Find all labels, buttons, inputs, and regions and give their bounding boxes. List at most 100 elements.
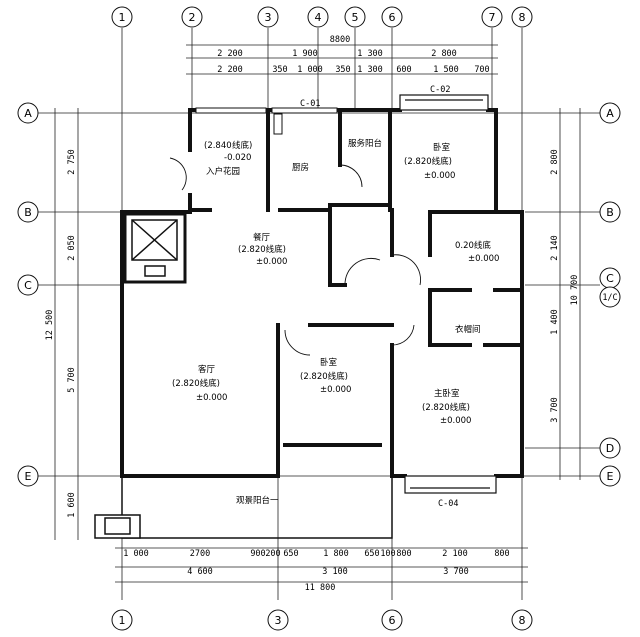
living-level: (2.820线底): [172, 378, 220, 389]
bedroom-ne-name: 卧室: [433, 142, 451, 153]
view-balcony-outline: [94, 476, 393, 539]
kitchen-name: 厨房: [292, 162, 309, 173]
grid-label-c-right: C: [606, 272, 614, 285]
grid-bubble-8-top: [511, 6, 533, 28]
cloakroom-name: 衣帽间: [455, 324, 481, 335]
dim-bottom-row2-c: 3 700: [443, 567, 469, 577]
dim-bottom-d: 200: [265, 549, 280, 559]
master-name: 主卧室: [434, 388, 460, 399]
dim-top-row2-e: 1 300: [357, 65, 383, 75]
entry-level-note: 线底): [232, 140, 252, 151]
doors: [169, 157, 421, 356]
living-name: 客厅: [198, 364, 216, 375]
grid-label-1-bottom: 1: [119, 614, 126, 627]
dim-top-row2-c: 1 000: [297, 65, 323, 75]
grid-label-7-top: 7: [489, 11, 496, 24]
grid-bubble-c-left: [17, 274, 39, 296]
window-c02-label: C-02: [430, 85, 450, 95]
kitchen-counter: [273, 113, 283, 135]
grid-bubble-6-top: [381, 6, 403, 28]
entry-level: (2.840: [204, 141, 232, 151]
dim-top-row1-a: 2 200: [217, 49, 243, 59]
grid-label-3-top: 3: [265, 11, 272, 24]
grid-label-2-top: 2: [189, 11, 196, 24]
entry-name: 入户花园: [206, 166, 240, 177]
grid-label-1-top: 1: [119, 11, 126, 24]
grid-label-5-top: 5: [352, 11, 359, 24]
dim-bottom-e: 650: [283, 549, 298, 559]
grid-label-a-right: A: [606, 107, 614, 120]
grid-label-b-right: B: [606, 206, 614, 219]
grid-label-e-left: E: [25, 470, 32, 483]
dim-top-row2-b: 350: [272, 65, 287, 75]
dim-top-row1-c: 1 300: [357, 49, 383, 59]
dim-top-row2-f: 600: [396, 65, 411, 75]
dim-left-total: 12 500: [45, 310, 55, 341]
dim-bottom-k: 800: [494, 549, 509, 559]
service-balcony-name: 服务阳台: [348, 138, 382, 149]
dim-bottom-c: 900: [250, 549, 265, 559]
bedroom-mid-name: 卧室: [320, 357, 338, 368]
window-c01-label: C-01: [300, 99, 320, 109]
grid-bubble-b-right: [599, 201, 621, 223]
grid-bubbles-bottom: [111, 609, 533, 631]
grid-label-4-top: 4: [315, 11, 322, 24]
master-elev: ±0.000: [440, 416, 471, 426]
grid-bubble-e-left: [17, 465, 39, 487]
dim-right-b: 2 140: [550, 235, 560, 261]
dim-top-total: 8800: [330, 35, 350, 45]
dim-left-c: 5 700: [67, 367, 77, 393]
dim-top-row2-d: 350: [335, 65, 350, 75]
grid-label-8-bottom: 8: [519, 614, 526, 627]
bedroom-ne-level: (2.820线底): [404, 156, 452, 167]
dim-left-a: 2 750: [67, 149, 77, 175]
bottom-dimensions: [115, 547, 528, 583]
grid-label-b-left: B: [24, 206, 32, 219]
grid-bubble-1c-right: [599, 286, 621, 308]
bedroom-mid-level: (2.820线底): [300, 371, 348, 382]
bath-upper-elev: ±0.000: [468, 254, 499, 264]
top-dimensions: [186, 44, 498, 75]
grid-bubble-1-bottom: [111, 609, 133, 631]
dim-bottom-total: 11 800: [305, 583, 336, 593]
grid-label-1c-right: 1/C: [602, 293, 617, 303]
dim-right-a: 2 800: [550, 149, 560, 175]
dim-right-c: 1 400: [550, 309, 560, 335]
grid-bubble-2-top: [181, 6, 203, 28]
bedroom-mid-elev: ±0.000: [320, 385, 351, 395]
grid-label-8-top: 8: [519, 11, 526, 24]
grid-bubble-4-top: [307, 6, 329, 28]
dining-name: 餐厅: [253, 233, 271, 243]
grid-label-c-left: C: [24, 279, 32, 292]
grid-bubble-d-right: [599, 437, 621, 459]
living-elev: ±0.000: [196, 393, 227, 403]
dim-top-row2-a: 2 200: [217, 65, 243, 75]
grid-bubbles-left: [17, 102, 39, 487]
grid-label-e-right: E: [607, 470, 614, 483]
dim-right-d: 3 700: [550, 397, 560, 423]
view-balcony-name: 观景阳台一: [236, 495, 279, 506]
master-level: (2.820线底): [422, 402, 470, 413]
grid-label-6-bottom: 6: [389, 614, 396, 627]
dim-bottom-j: 2 100: [442, 549, 468, 559]
dim-bottom-g: 650: [364, 549, 379, 559]
dining-level: (2.820线底): [238, 244, 286, 255]
bedroom-ne-elev: ±0.000: [424, 171, 455, 181]
dim-right-total: 10 700: [570, 275, 580, 306]
window-c04-label: C-04: [438, 499, 458, 509]
dim-bottom-row2-b: 3 100: [322, 567, 348, 577]
grid-bubble-3-top: [257, 6, 279, 28]
dim-left-b: 2 050: [67, 235, 77, 261]
dim-bottom-f: 1 800: [323, 549, 349, 559]
grid-bubble-1-top: [111, 6, 133, 28]
grid-label-a-left: A: [24, 107, 32, 120]
dim-bottom-b: 2700: [190, 549, 210, 559]
grid-bubbles-right: [599, 102, 621, 487]
grid-bubble-6-bottom: [381, 609, 403, 631]
top-window-marks: [195, 107, 338, 114]
dim-left-d: 1 600: [67, 492, 77, 518]
window-c04: [404, 475, 497, 494]
grid-bubble-7-top: [481, 6, 503, 28]
right-dimensions: [559, 108, 581, 480]
dim-top-row1-b: 1 900: [292, 49, 318, 59]
